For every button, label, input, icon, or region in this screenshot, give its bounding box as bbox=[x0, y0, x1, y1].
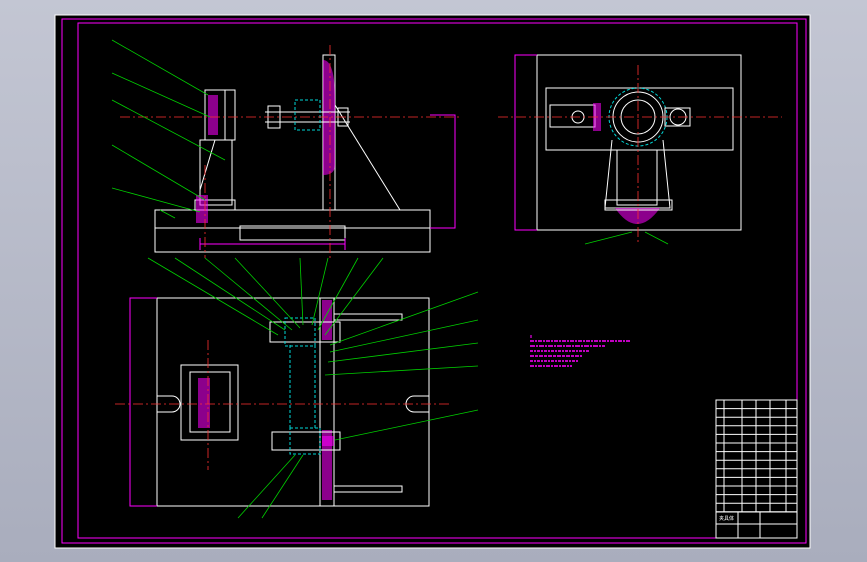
inner-frame bbox=[77, 22, 798, 539]
drawing-sheet bbox=[54, 14, 811, 549]
technical-notes bbox=[530, 335, 630, 367]
side-view bbox=[498, 54, 782, 245]
title-block: 夹具体 bbox=[715, 399, 798, 539]
outer-frame bbox=[61, 18, 807, 544]
title-block-label: 夹具体 bbox=[719, 515, 734, 522]
front-view bbox=[111, 39, 460, 258]
top-view bbox=[115, 257, 479, 519]
